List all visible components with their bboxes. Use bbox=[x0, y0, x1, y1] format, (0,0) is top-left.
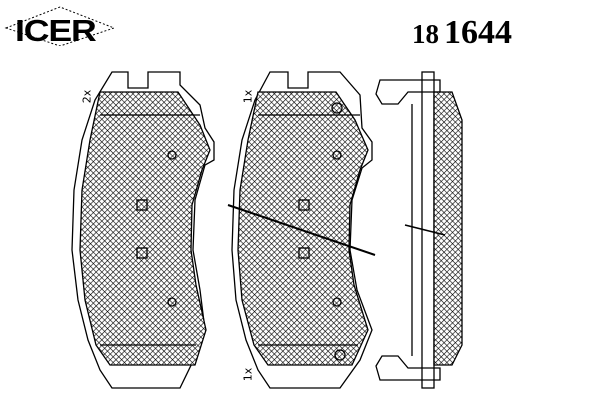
part-number-main: 1644 bbox=[444, 14, 512, 51]
quantity-label-left: 2x bbox=[80, 89, 94, 104]
brand-name: ICER bbox=[15, 13, 97, 48]
brand-logo: ICER bbox=[4, 4, 116, 48]
brake-pad-middle bbox=[227, 71, 376, 389]
brake-pad-side-view bbox=[375, 71, 463, 389]
brake-pad-left bbox=[71, 71, 215, 389]
part-prefix: 18 bbox=[412, 19, 439, 49]
quantity-label-middle-top: 1x bbox=[241, 89, 255, 104]
quantity-label-middle-bottom: 1x bbox=[241, 367, 255, 382]
